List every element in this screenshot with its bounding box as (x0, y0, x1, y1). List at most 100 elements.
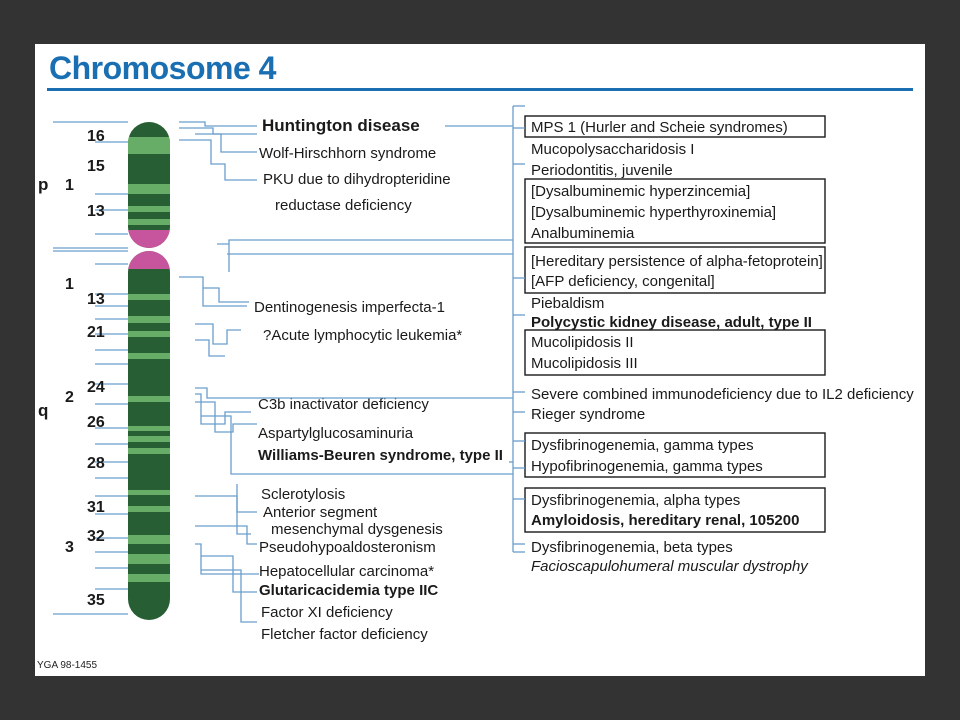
light-band (128, 535, 170, 544)
left-disease-label: Pseudohypoaldosteronism (259, 539, 436, 556)
disease-group-box (524, 178, 826, 244)
light-band (128, 490, 170, 495)
light-band (128, 137, 170, 154)
right-disease-label: [Hereditary persistence of alpha-fetopro… (531, 253, 823, 270)
band-label: 31 (87, 499, 105, 516)
gene-connector (195, 393, 251, 425)
left-disease-label: Williams-Beuren syndrome, type II (258, 447, 503, 464)
arm-q: q (38, 401, 48, 420)
disease-group-box (524, 246, 826, 294)
right-disease-label: Mucolipidosis III (531, 355, 638, 372)
light-band (128, 294, 170, 300)
light-band (128, 396, 170, 402)
disease-group-box (524, 432, 826, 478)
disease-group-box (524, 487, 826, 533)
left-disease-label: Aspartylglucosaminuria (258, 425, 414, 442)
left-disease-label: Huntington disease (262, 116, 420, 135)
light-band (128, 184, 170, 194)
gene-connector (236, 484, 251, 535)
region-q1: 1 (65, 276, 74, 293)
gene-connector (179, 127, 257, 135)
left-disease-label: Wolf-Hirschhorn syndrome (259, 145, 436, 162)
gene-connector (195, 543, 259, 575)
gene-connector (179, 121, 257, 127)
light-band (128, 206, 170, 212)
right-disease-label: Mucopolysaccharidosis I (531, 141, 694, 158)
right-disease-label: [Dysalbuminemic hyperzincemia] (531, 183, 750, 200)
arm-p: p (38, 175, 48, 194)
gene-connector (195, 525, 257, 545)
figure-credit: YGA 98-1455 (37, 660, 98, 671)
gene-connector (195, 401, 257, 433)
left-disease-label: Dentinogenesis imperfecta-1 (254, 299, 445, 316)
gene-connector (195, 339, 225, 357)
band-label: 24 (87, 379, 105, 396)
centromere-band (128, 230, 170, 248)
light-band (128, 353, 170, 359)
right-disease-label: Dysfibrinogenemia, beta types (531, 539, 733, 556)
right-disease-label: Severe combined immunodeficiency due to … (531, 386, 914, 403)
band-label: 16 (87, 128, 105, 145)
gene-connector (201, 555, 257, 593)
band-label: 28 (87, 455, 105, 472)
left-disease-label: ?Acute lymphocytic leukemia* (263, 327, 462, 344)
light-band (128, 426, 170, 431)
band-label: 26 (87, 414, 105, 431)
title-underline (47, 88, 913, 91)
gene-connector (201, 415, 513, 475)
left-disease-label: Fletcher factor deficiency (261, 626, 428, 643)
chromosome (128, 122, 170, 620)
right-disease-label: [Dysalbuminemic hyperthyroxinemia] (531, 204, 776, 221)
gene-connector (179, 139, 257, 181)
light-band (128, 219, 170, 225)
band-label: 13 (87, 203, 105, 220)
right-disease-label: Amyloidosis, hereditary renal, 105200 (531, 512, 799, 529)
light-band (128, 436, 170, 442)
centromere-band (128, 251, 170, 269)
light-band (128, 316, 170, 323)
gene-connector (195, 133, 257, 153)
gene-connector (195, 323, 241, 345)
gene-connector (179, 276, 247, 307)
right-disease-label: Periodontitis, juvenile (531, 162, 673, 179)
gene-connector (201, 569, 257, 623)
left-disease-label: Glutaricacidemia type IIC (259, 582, 438, 599)
disease-group-box (524, 115, 826, 138)
region-q2: 2 (65, 389, 74, 406)
page-title: Chromosome 4 (49, 50, 276, 86)
band-label: 21 (87, 324, 105, 341)
right-disease-label: Piebaldism (531, 295, 604, 312)
right-disease-label: MPS 1 (Hurler and Scheie syndromes) (531, 119, 788, 136)
left-disease-label: C3b inactivator deficiency (258, 396, 429, 413)
band-label: 13 (87, 291, 105, 308)
left-disease-label: Sclerotylosis (261, 486, 345, 503)
left-disease-label: reductase deficiency (275, 197, 412, 214)
right-disease-label: [AFP deficiency, congenital] (531, 273, 715, 290)
band-label: 15 (87, 158, 105, 175)
right-disease-label: Dysfibrinogenemia, gamma types (531, 437, 754, 454)
gene-connector (195, 387, 513, 399)
band-label: 35 (87, 592, 105, 609)
right-disease-label: Mucolipidosis II (531, 334, 634, 351)
gene-connector (217, 239, 513, 272)
gene-connector (203, 287, 249, 303)
region-q3: 3 (65, 539, 74, 556)
left-disease-label: PKU due to dihydropteridine (263, 171, 451, 188)
right-disease-label: Dysfibrinogenemia, alpha types (531, 492, 740, 509)
left-disease-label: Factor XI deficiency (261, 604, 393, 621)
right-disease-label: Facioscapulohumeral muscular dystrophy (531, 558, 809, 575)
light-band (128, 331, 170, 337)
band-label: 32 (87, 528, 105, 545)
disease-group-box (524, 329, 826, 376)
light-band (128, 506, 170, 512)
light-band (128, 574, 170, 582)
left-disease-label: Hepatocellular carcinoma* (259, 563, 434, 580)
right-disease-label: Analbuminemia (531, 225, 635, 242)
light-band (128, 448, 170, 454)
gene-connector (195, 495, 257, 513)
right-disease-label: Hypofibrinogenemia, gamma types (531, 458, 763, 475)
right-disease-label: Polycystic kidney disease, adult, type I… (531, 314, 812, 331)
right-disease-label: Rieger syndrome (531, 406, 645, 423)
